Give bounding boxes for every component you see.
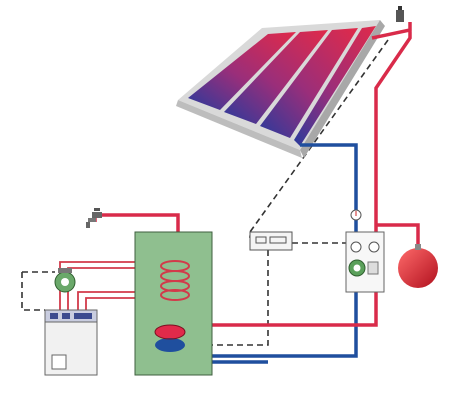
hot-pipe-to-expansion bbox=[376, 223, 420, 248]
tank-upper-coil bbox=[160, 260, 190, 301]
pump-station-icon bbox=[345, 231, 385, 293]
hot-pipe-tank-top bbox=[93, 213, 180, 232]
air-vent-icon bbox=[396, 6, 404, 22]
collector-frame-side bbox=[300, 20, 385, 158]
panel-1 bbox=[188, 32, 296, 110]
panel-4 bbox=[294, 26, 376, 146]
thermometer-icon bbox=[350, 209, 362, 221]
hot-pipe-collector-flow bbox=[371, 22, 412, 232]
tank-solar-coil bbox=[154, 324, 186, 352]
solar-collector bbox=[176, 20, 385, 158]
collector-frame-edge bbox=[176, 100, 302, 158]
panel-3 bbox=[260, 28, 358, 138]
expansion-tank-icon bbox=[398, 244, 438, 288]
controller-icon bbox=[249, 231, 293, 251]
storage-tank bbox=[134, 231, 213, 376]
wire-controller-to-tank bbox=[212, 250, 269, 346]
gauge-right bbox=[368, 241, 380, 253]
wire-tank-to-boiler-pump bbox=[21, 272, 45, 311]
cold-pipe-collector-return bbox=[300, 143, 358, 232]
panel-2 bbox=[224, 30, 328, 124]
faucet-icon bbox=[86, 208, 102, 228]
gauge-left bbox=[350, 241, 362, 253]
boiler-icon bbox=[44, 309, 98, 376]
boiler-pipe-1 bbox=[59, 261, 165, 310]
tank-body bbox=[134, 231, 213, 376]
hot-pipe-pumpstation-down bbox=[196, 292, 378, 327]
circulation-pump-icon bbox=[54, 268, 76, 293]
